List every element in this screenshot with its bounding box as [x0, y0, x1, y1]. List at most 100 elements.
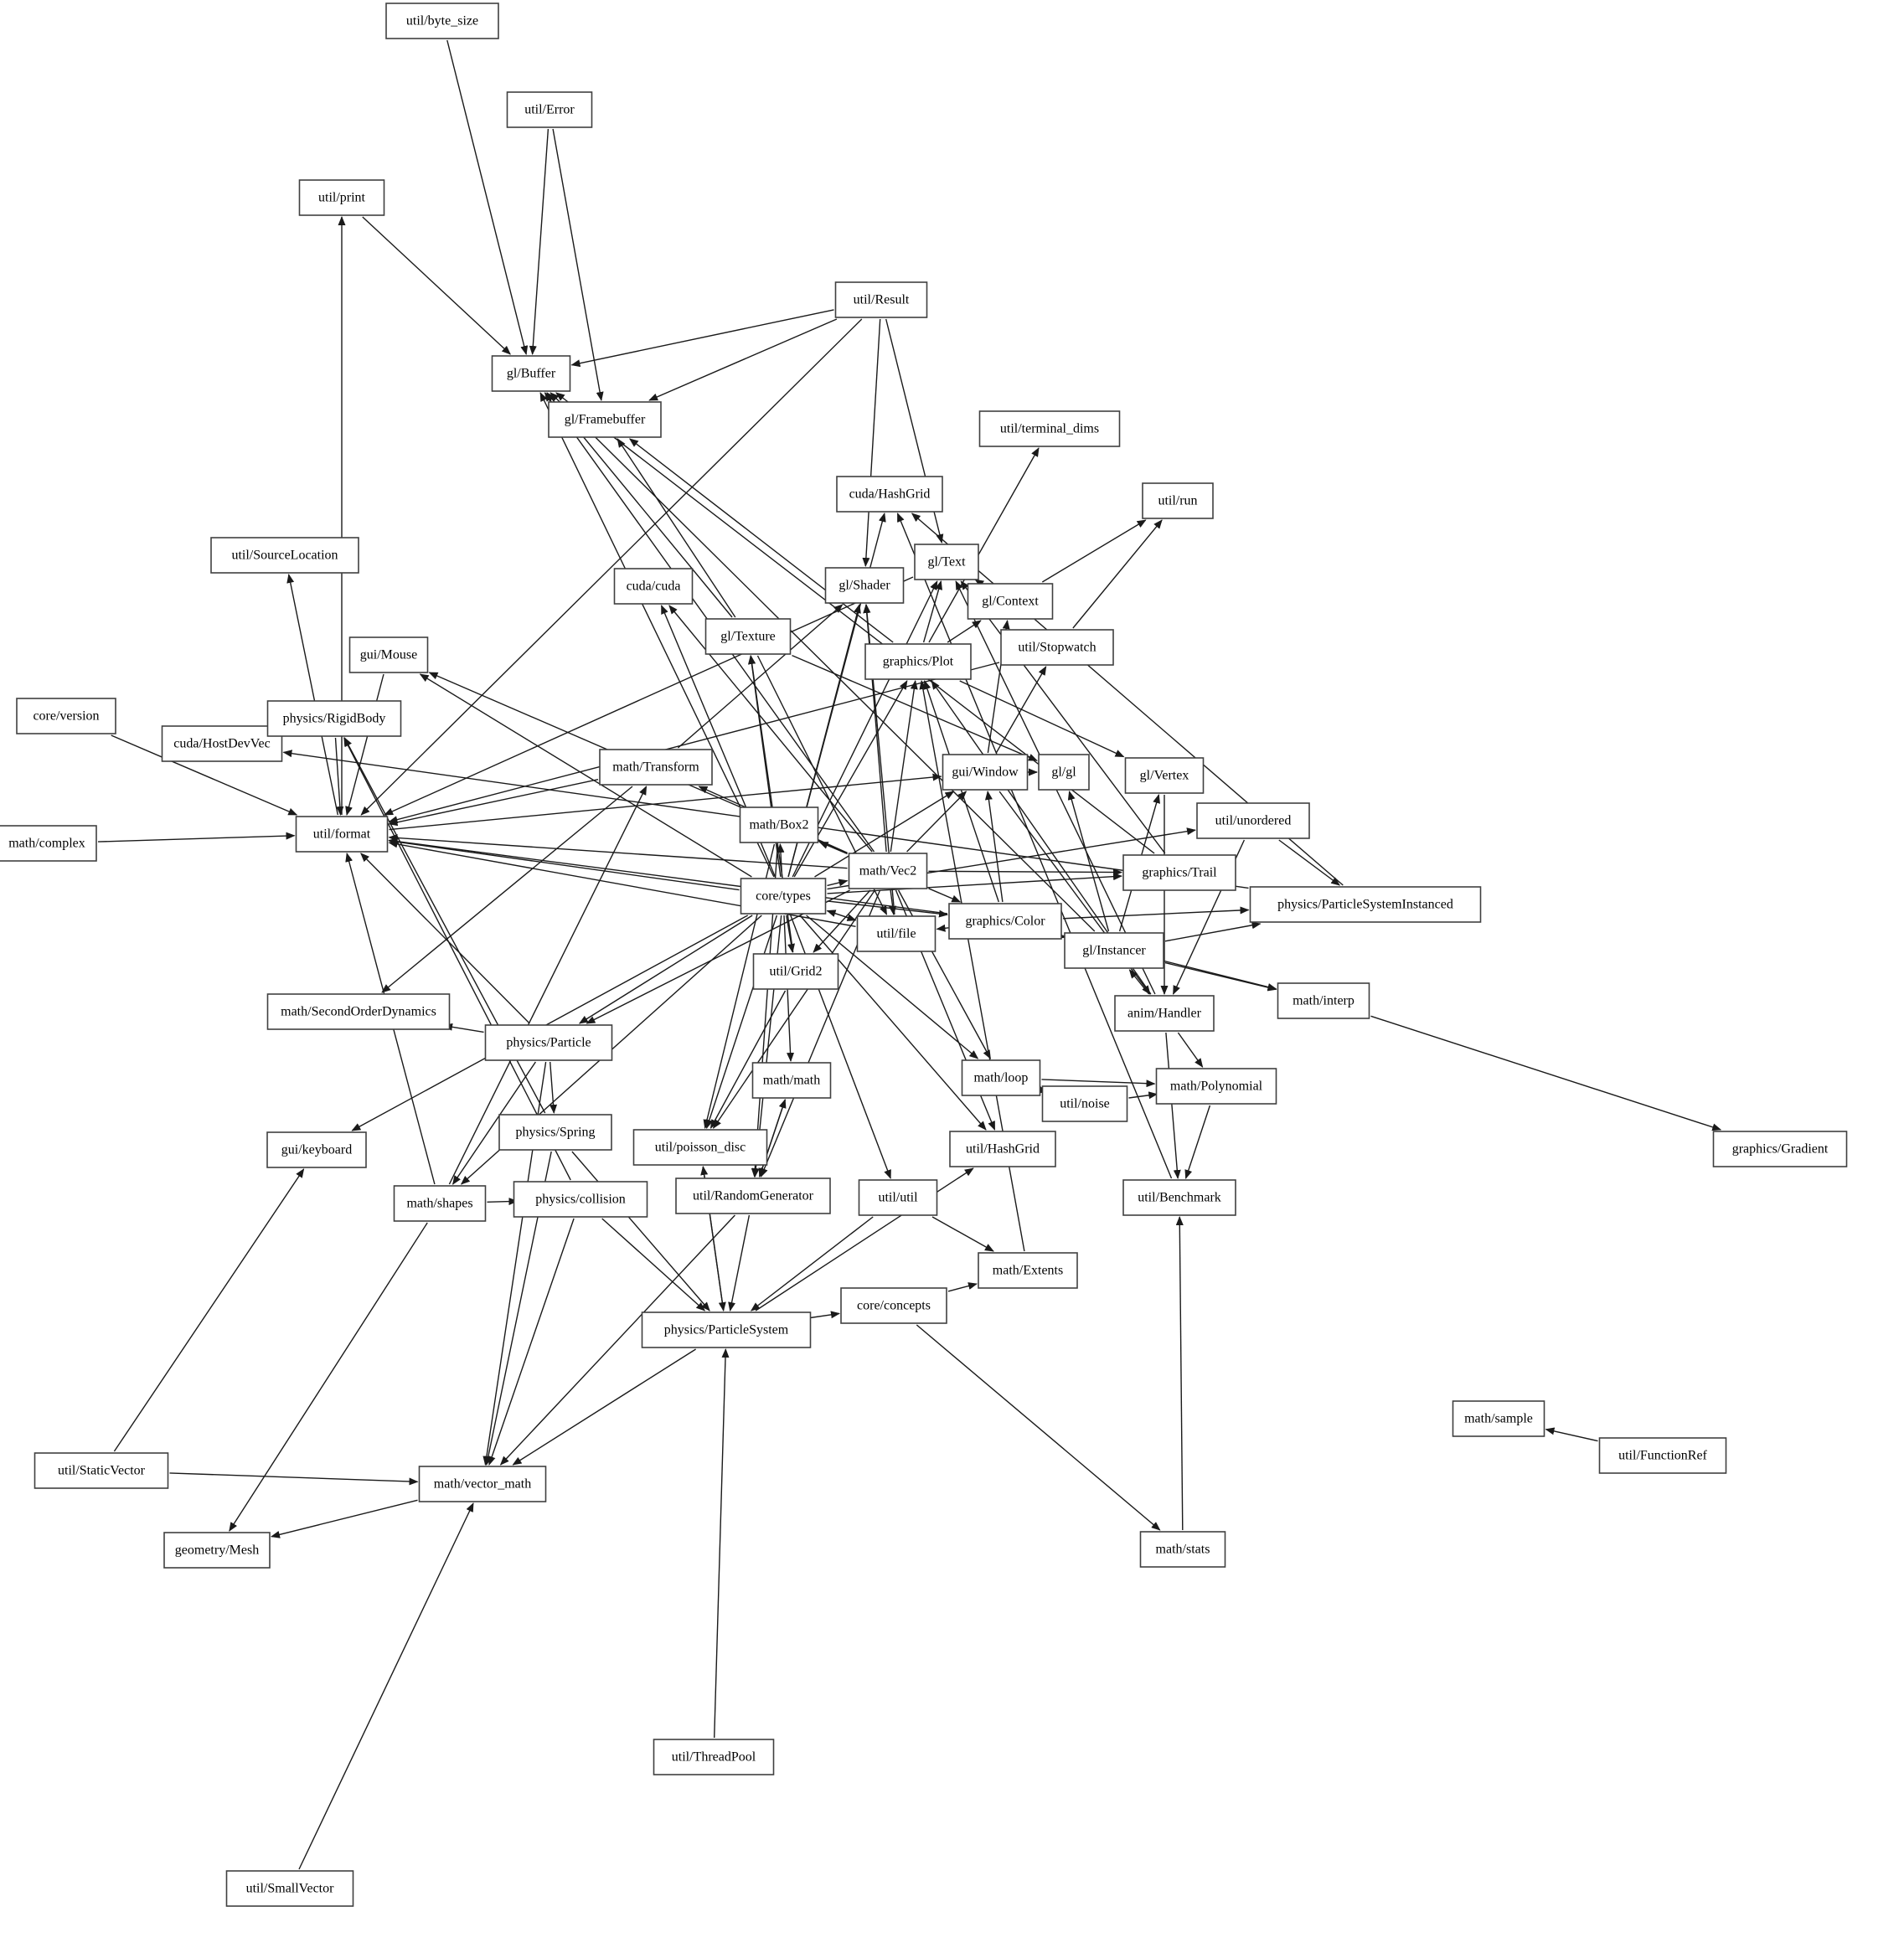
node-box — [1712, 1131, 1848, 1167]
node-box — [1041, 1085, 1128, 1122]
node-box — [506, 91, 593, 128]
edge — [552, 128, 604, 401]
node-box — [1452, 1400, 1545, 1437]
node-box — [1277, 982, 1370, 1019]
node-box — [1000, 629, 1114, 666]
node-label: math/math — [763, 1074, 820, 1088]
node-math/vector_math: math/vector_math — [418, 1466, 547, 1502]
node-label: math/Transform — [612, 760, 699, 775]
node-label: core/concepts — [857, 1299, 931, 1313]
node-math/Vec2: math/Vec2 — [848, 853, 928, 889]
node-label: util/ThreadPool — [672, 1750, 756, 1765]
edge — [1067, 791, 1110, 932]
node-gl/Shader: gl/Shader — [824, 567, 905, 604]
node-math/Polynomial: math/Polynomial — [1155, 1068, 1277, 1105]
node-label: physics/collision — [535, 1193, 626, 1207]
node-box — [16, 698, 116, 734]
edge — [345, 673, 384, 816]
edge — [648, 318, 838, 401]
node-box — [858, 1179, 938, 1216]
edge — [959, 680, 1125, 758]
node-box — [978, 410, 1121, 447]
edge — [960, 580, 1166, 854]
node-util/noise: util/noise — [1041, 1085, 1128, 1122]
node-box — [641, 1311, 812, 1348]
node-label: util/FunctionRef — [1618, 1449, 1707, 1463]
node-box — [704, 618, 792, 655]
node-box — [751, 1062, 832, 1099]
node-label: cuda/HashGrid — [849, 487, 931, 502]
node-box — [967, 583, 1054, 620]
edge — [709, 990, 787, 1129]
node-label: gl/Buffer — [507, 367, 556, 381]
edge — [1128, 1091, 1158, 1100]
edge — [362, 216, 511, 355]
node-util/Grid2: util/Grid2 — [752, 953, 839, 990]
node-box — [1196, 802, 1310, 839]
edge — [818, 841, 848, 855]
node-gui/Mouse: gui/Mouse — [348, 636, 429, 673]
node-box — [834, 281, 928, 318]
node-math/Box2: math/Box2 — [739, 806, 819, 843]
node-box — [266, 700, 402, 737]
node-util/file: util/file — [856, 915, 937, 952]
edge — [448, 786, 648, 1185]
node-graphics/Gradient: graphics/Gradient — [1712, 1131, 1848, 1167]
edge — [419, 673, 752, 878]
node-util/Stopwatch: util/Stopwatch — [1000, 629, 1114, 666]
node-label: math/sample — [1464, 1412, 1533, 1426]
node-box — [491, 355, 571, 392]
node-math/SecondOrderDynamics: math/SecondOrderDynamics — [266, 993, 451, 1030]
node-box — [210, 537, 359, 574]
node-label: util/format — [313, 827, 371, 842]
node-box — [0, 825, 97, 862]
node-util/util: util/util — [858, 1179, 938, 1216]
node-util/Error: util/Error — [506, 91, 593, 128]
node-label: gl/gl — [1051, 765, 1076, 780]
node-box — [548, 401, 662, 438]
node-label: graphics/Trail — [1142, 866, 1217, 880]
node-label: math/vector_math — [434, 1477, 531, 1492]
node-gui/keyboard: gui/keyboard — [266, 1131, 367, 1168]
node-box — [1142, 482, 1214, 519]
edge — [896, 513, 1173, 1179]
node-label: math/stats — [1156, 1543, 1210, 1557]
edge — [550, 1061, 558, 1114]
node-gl/Context: gl/Context — [967, 583, 1054, 620]
node-box — [613, 568, 694, 605]
node-label: gui/Mouse — [360, 648, 417, 662]
edge — [827, 879, 849, 887]
node-label: physics/ParticleSystem — [664, 1323, 789, 1337]
node-box — [34, 1452, 169, 1489]
node-box — [393, 1185, 487, 1222]
edge — [974, 579, 985, 588]
node-gl/Instancer: gl/Instancer — [1064, 932, 1164, 969]
node-label: core/version — [33, 709, 99, 724]
edge — [827, 900, 948, 918]
node-box — [1122, 1179, 1236, 1216]
edge — [1041, 1079, 1156, 1088]
edge — [928, 447, 1040, 643]
edge — [169, 1472, 419, 1486]
node-label: util/RandomGenerator — [693, 1189, 814, 1203]
edge — [97, 832, 296, 843]
edge — [890, 680, 918, 853]
node-graphics/Plot: graphics/Plot — [864, 643, 972, 680]
node-label: gui/Window — [952, 765, 1019, 780]
node-util/SmallVector: util/SmallVector — [225, 1870, 354, 1907]
node-label: util/print — [318, 191, 366, 205]
node-label: math/Box2 — [749, 818, 808, 832]
node-box — [978, 1252, 1078, 1289]
node-label: gl/Shader — [838, 579, 890, 593]
node-math/Extents: math/Extents — [978, 1252, 1078, 1289]
edge — [1175, 1216, 1184, 1531]
edge — [388, 779, 599, 827]
edge — [388, 833, 848, 869]
node-util/ThreadPool: util/ThreadPool — [653, 1739, 775, 1775]
edge — [487, 1198, 519, 1206]
edge — [578, 915, 753, 1024]
node-util/poisson_disc: util/poisson_disc — [632, 1129, 768, 1166]
edge — [1072, 519, 1163, 629]
node-label: util/noise — [1060, 1097, 1110, 1111]
node-label: anim/Handler — [1127, 1007, 1202, 1021]
